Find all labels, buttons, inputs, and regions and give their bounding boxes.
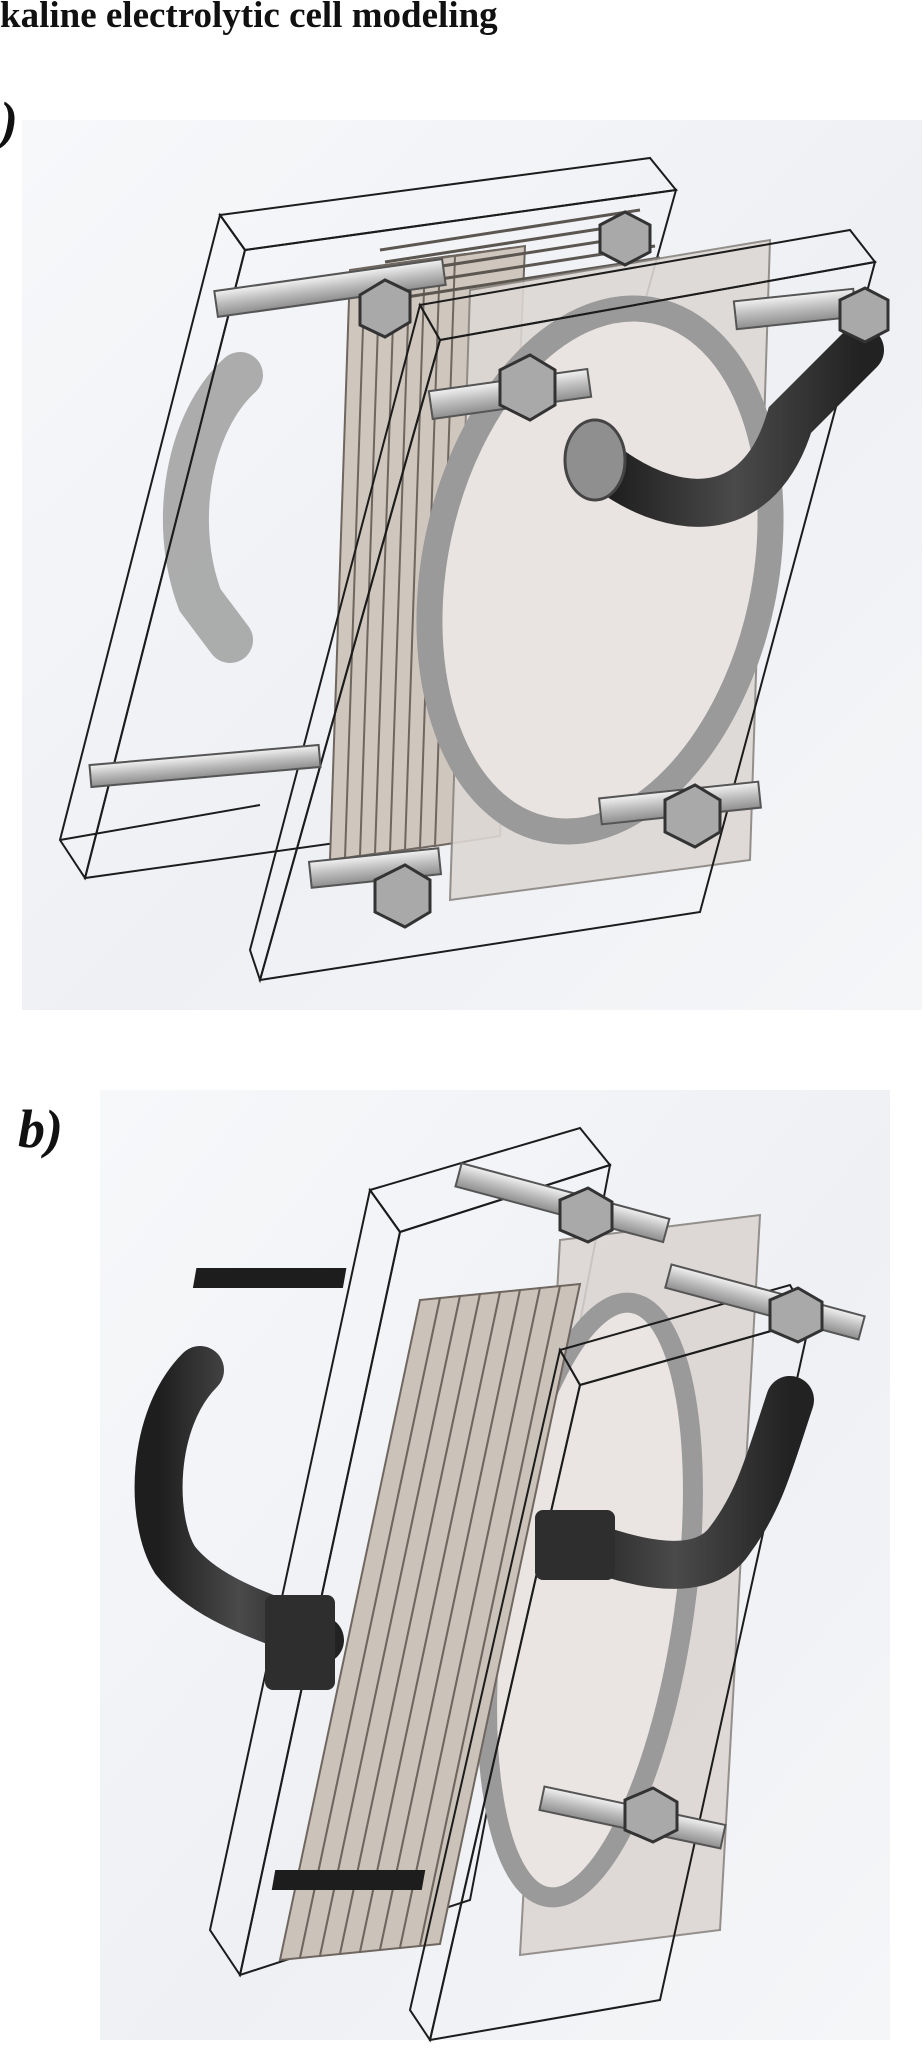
electrode-tabs-b xyxy=(192,1268,426,1890)
pipe-right-b xyxy=(535,1376,814,1589)
back-pipe xyxy=(162,352,263,663)
panel-b-illustration xyxy=(100,1090,890,2043)
nuts-a xyxy=(358,210,890,929)
figure-title: kaline electrolytic cell modeling xyxy=(0,0,498,36)
sealing-ring xyxy=(416,295,784,845)
pipe-left-b xyxy=(134,1346,344,1690)
nuts-b xyxy=(558,1186,824,1844)
panel-a-label: ) xyxy=(0,91,18,151)
outlet-pipe xyxy=(563,326,884,527)
electrode-stack-b xyxy=(278,1282,582,1962)
panel-a-illustration xyxy=(22,120,922,1010)
panel-b-label: b) xyxy=(18,1099,63,1159)
